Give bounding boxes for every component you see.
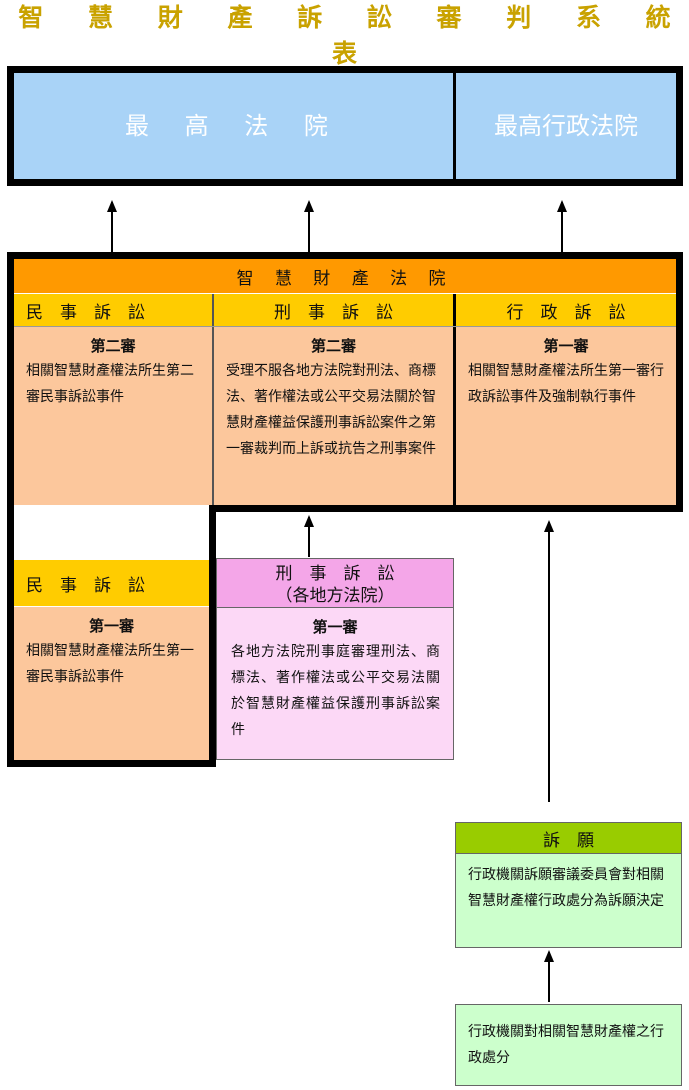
arrow-petition-to-admin-head (544, 520, 554, 532)
supreme-admin-court-label: 最高行政法院 (494, 112, 638, 140)
civil-first-instance: 第一審 (88, 617, 134, 635)
arrow-civil-to-supreme-head (107, 200, 117, 212)
district-criminal-header: 刑 事 訴 訟 （各地方法院） (216, 558, 454, 608)
civil-first-box: 第一審 相關智慧財產權法所生第一審民事訴訟事件 (14, 607, 209, 760)
district-criminal-desc: 各地方法院刑事庭審理刑法、商標法、著作權法或公平交易法關於智慧財產權益保護刑事訴… (231, 644, 441, 738)
admin-action-desc: 行政機關對相關智慧財產權之行政處分 (468, 1024, 664, 1066)
ip-col-divider-2 (453, 294, 456, 505)
criminal-header: 刑 事 訴 訟 (214, 294, 453, 326)
civil-first-desc: 相關智慧財產權法所生第一審民事訴訟事件 (26, 643, 194, 685)
criminal-second-desc: 受理不服各地方法院對刑法、商標法、著作權法或公平交易法關於智慧財產權益保護刑事訴… (226, 363, 436, 457)
supreme-court-label: 最 高 法 院 (125, 112, 342, 140)
ip-col-divider-1 (212, 294, 214, 505)
arrow-action-to-petition-head (544, 950, 554, 962)
admin-first-instance: 第一審 (543, 337, 589, 355)
civil-second-instance: 第二審 (90, 337, 136, 355)
page-title: 智 慧 財 產 訴 訟 審 判 系 統 表 (18, 3, 689, 68)
petition-header: 訴 願 (455, 822, 682, 854)
petition-box: 行政機關訴願審議委員會對相關智慧財產權行政處分為訴願決定 (455, 854, 682, 948)
civil-second-desc: 相關智慧財產權法所生第二審民事訴訟事件 (26, 363, 194, 405)
admin-header: 行 政 訴 訟 (456, 294, 676, 326)
criminal-second-box: 第二審 受理不服各地方法院對刑法、商標法、著作權法或公平交易法關於智慧財產權益保… (214, 327, 453, 505)
admin-first-box: 第一審 相關智慧財產權法所生第一審行政訴訟事件及強制執行事件 (456, 327, 676, 505)
civil-first-header: 民 事 訴 訟 (14, 560, 209, 606)
admin-first-desc: 相關智慧財產權法所生第一審行政訴訟事件及強制執行事件 (468, 363, 664, 405)
district-criminal-title: 刑 事 訴 訟 (275, 564, 395, 584)
civil-second-box: 第二審 相關智慧財產權法所生第二審民事訴訟事件 (14, 327, 212, 505)
petition-desc: 行政機關訴願審議委員會對相關智慧財產權行政處分為訴願決定 (468, 867, 664, 909)
ip-court-name: 智 慧 財 產 法 院 (14, 259, 676, 293)
criminal-second-instance: 第二審 (310, 337, 356, 355)
arrow-admin-to-supreme-head (557, 200, 567, 212)
district-criminal-subtitle: （各地方法院） (275, 586, 395, 606)
arrow-criminal-to-supreme-head (304, 200, 314, 212)
supreme-divider (453, 66, 456, 186)
admin-action-box: 行政機關對相關智慧財產權之行政處分 (455, 1004, 682, 1086)
ip-header-underline (14, 326, 676, 327)
arrow-district-to-criminal2-head (304, 515, 314, 527)
civil-header: 民 事 訴 訟 (14, 294, 212, 326)
district-criminal-box: 第一審 各地方法院刑事庭審理刑法、商標法、著作權法或公平交易法關於智慧財產權益保… (216, 608, 454, 760)
supreme-courts-box (7, 66, 683, 186)
district-criminal-instance: 第一審 (312, 618, 358, 636)
